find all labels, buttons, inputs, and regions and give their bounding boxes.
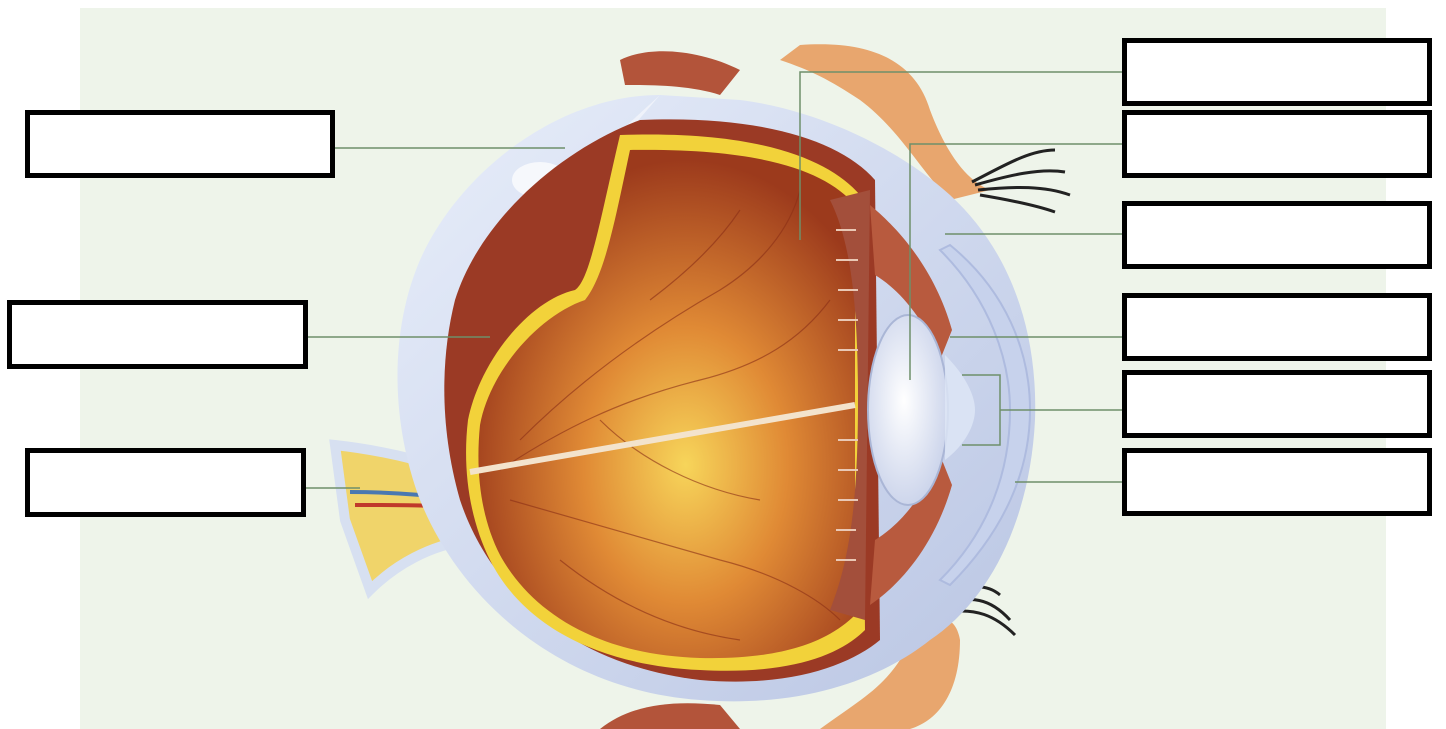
label-box-optic-nerve[interactable] [25, 448, 306, 517]
label-box-iris[interactable] [1122, 293, 1432, 361]
label-box-sclera[interactable] [25, 110, 335, 178]
label-box-pupil[interactable] [1122, 370, 1432, 438]
label-box-vitreous-humor[interactable] [1122, 38, 1432, 106]
upper-eyelashes [972, 150, 1070, 212]
superior-muscle [620, 51, 740, 95]
label-box-conjunctiva[interactable] [1122, 201, 1432, 269]
inferior-muscle [600, 703, 740, 729]
lens-shape [868, 315, 948, 505]
label-box-retina[interactable] [7, 300, 308, 369]
label-box-lens[interactable] [1122, 110, 1432, 178]
label-box-cornea[interactable] [1122, 448, 1432, 516]
